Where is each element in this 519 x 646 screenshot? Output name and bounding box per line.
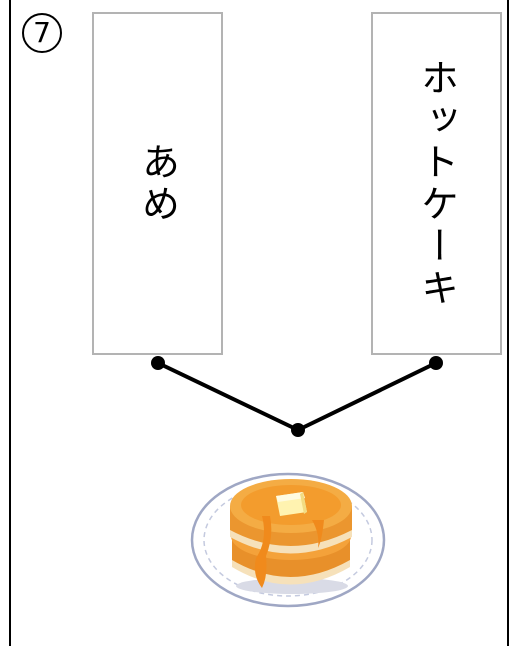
dot-card-hotcake[interactable] <box>429 356 443 370</box>
connector-line-right <box>296 361 438 432</box>
word-card-hotcake[interactable]: ホットケーキ <box>371 12 502 355</box>
dot-card-ame[interactable] <box>151 356 165 370</box>
connector-line-left <box>156 361 300 432</box>
question-number: 7 <box>22 13 62 53</box>
word-card-ame[interactable]: あめ <box>92 12 223 355</box>
question-number-text: 7 <box>33 16 51 49</box>
pancake-icon <box>190 472 386 608</box>
left-border <box>9 0 11 646</box>
dot-picture[interactable] <box>291 423 305 437</box>
right-border <box>507 0 509 646</box>
word-card-label: あめ <box>135 141 180 226</box>
word-card-label: ホットケーキ <box>414 57 459 310</box>
